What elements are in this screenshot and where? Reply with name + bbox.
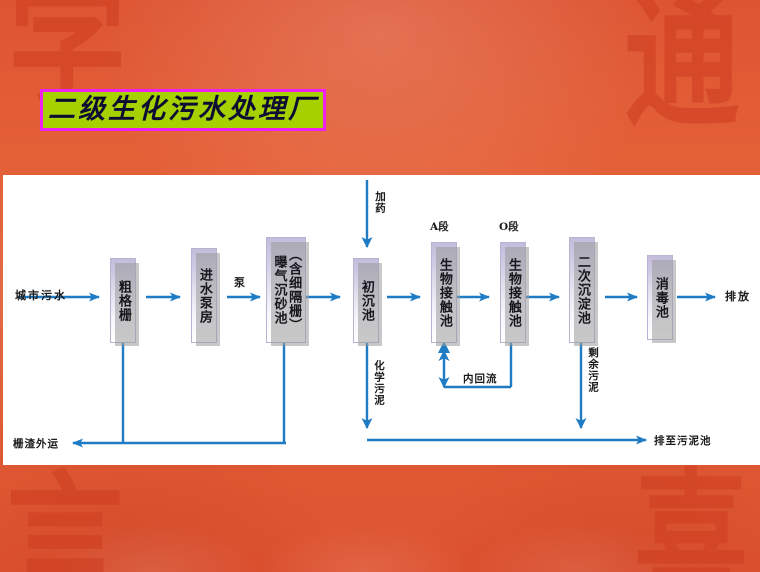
process-box-bio-contact-tank-a[interactable]: 生物接触池 xyxy=(431,242,460,346)
process-box-label: 粗格栅 xyxy=(115,279,131,322)
label-excess-sludge: 剩余污泥 xyxy=(587,347,599,393)
process-box-label: 消毒池 xyxy=(652,276,668,319)
label-screenings-out: 栅渣外运 xyxy=(13,438,59,450)
process-box-label: 生物接触池 xyxy=(436,257,452,328)
slide-title-plaque: 二级生化污水处理厂 xyxy=(40,89,326,132)
process-box-label: 曝气沉砂池 xyxy=(271,255,287,325)
label-inflow: 城市污水 xyxy=(15,289,67,302)
process-box-bio-contact-tank-o[interactable]: 生物接触池 xyxy=(500,242,529,346)
label-stage-o: O段 xyxy=(499,221,519,233)
label-stage-a: A段 xyxy=(430,221,449,233)
label-outflow: 排放 xyxy=(725,290,751,303)
process-box-inlet-pump-house[interactable]: 进水泵房 xyxy=(191,248,220,346)
diagram-panel: 粗格栅 进水泵房 曝气沉砂池 （含细隔栅） 初沉池 生物接触池 生物接触池 二次… xyxy=(3,175,760,465)
process-box-coarse-screen[interactable]: 粗格栅 xyxy=(110,258,139,346)
label-to-sludge-pond: 排至污泥池 xyxy=(654,435,712,447)
process-box-label: 生物接触池 xyxy=(505,257,521,328)
process-box-disinfection-tank[interactable]: 消毒池 xyxy=(647,255,676,343)
label-pump: 泵 xyxy=(234,276,247,289)
flow-connectors xyxy=(17,180,716,448)
label-chemical-sludge: 化学污泥 xyxy=(373,360,385,406)
process-box-aerated-grit-chamber[interactable]: 曝气沉砂池 （含细隔栅） xyxy=(266,237,309,346)
process-box-label: 二次沉淀池 xyxy=(574,255,590,325)
process-box-label: 初沉池 xyxy=(358,279,374,322)
process-box-label: 进水泵房 xyxy=(196,267,212,324)
process-box-primary-settling-tank[interactable]: 初沉池 xyxy=(353,258,382,346)
process-box-sublabel: （含细隔栅） xyxy=(286,248,302,332)
process-box-label-group: 曝气沉砂池 （含细隔栅） xyxy=(267,238,305,342)
label-dosing: 加药 xyxy=(374,191,386,214)
process-box-secondary-settling-tank[interactable]: 二次沉淀池 xyxy=(569,237,598,346)
reflux-arrowhead xyxy=(438,341,450,353)
label-internal-reflux: 内回流 xyxy=(463,373,498,385)
page-title: 二级生化污水处理厂 xyxy=(48,94,318,125)
